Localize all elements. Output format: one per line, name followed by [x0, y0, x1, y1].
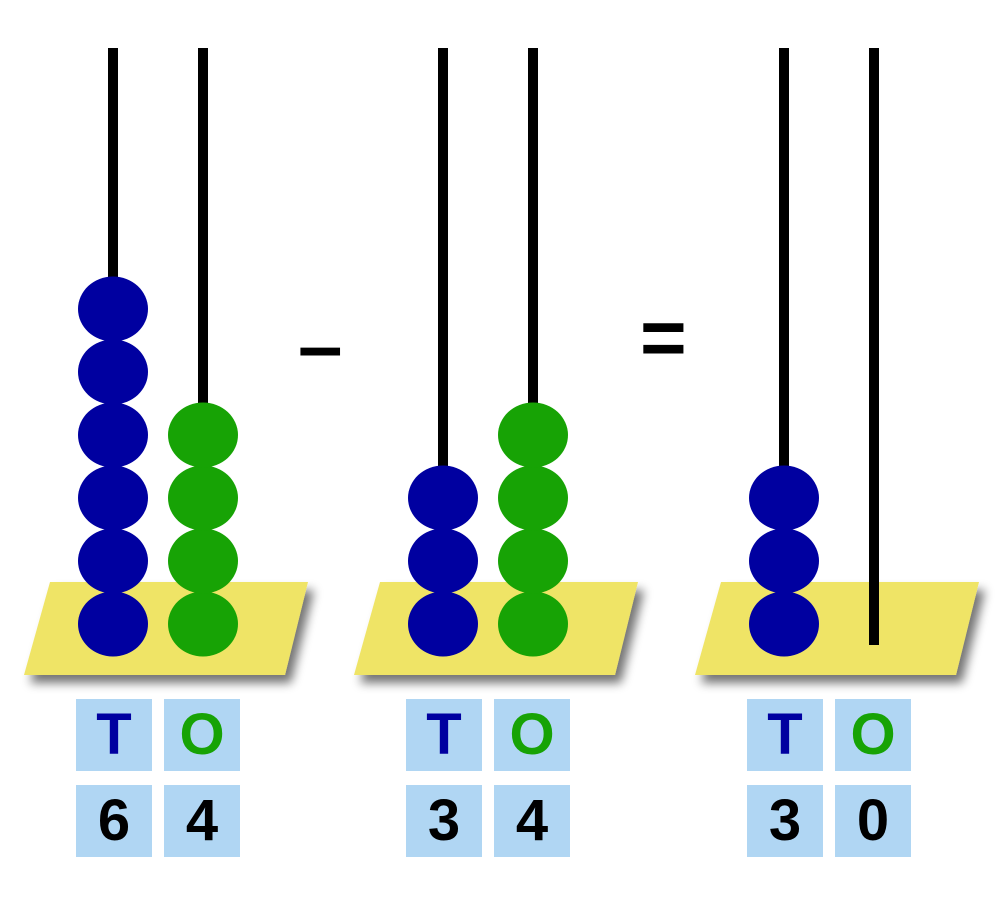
ones-bead — [498, 465, 568, 531]
ones-bead — [168, 402, 238, 468]
ones-digit: 4 — [164, 785, 240, 857]
tens-rod — [779, 48, 789, 645]
ones-rod — [198, 48, 208, 645]
ones-bead — [168, 528, 238, 594]
ones-label: O — [835, 699, 911, 771]
tens-label: T — [76, 699, 152, 771]
abacus-base — [354, 582, 638, 675]
tens-bead — [408, 591, 478, 657]
ones-bead — [168, 465, 238, 531]
tens-bead — [749, 465, 819, 531]
tens-bead — [78, 591, 148, 657]
ones-bead — [498, 402, 568, 468]
tens-bead — [749, 591, 819, 657]
tens-label: T — [406, 699, 482, 771]
tens-bead — [408, 528, 478, 594]
ones-digit: 0 — [835, 785, 911, 857]
tens-bead — [78, 276, 148, 342]
tens-bead — [408, 465, 478, 531]
tens-bead — [78, 402, 148, 468]
tens-digit: 6 — [76, 785, 152, 857]
ones-digit: 4 — [494, 785, 570, 857]
tens-rod — [438, 48, 448, 645]
tens-label: T — [747, 699, 823, 771]
equals-sign: = — [640, 293, 687, 382]
tens-bead — [78, 339, 148, 405]
ones-rod — [869, 48, 879, 645]
ones-label: O — [164, 699, 240, 771]
minus-sign: – — [298, 301, 343, 390]
tens-bead — [78, 528, 148, 594]
tens-digit: 3 — [406, 785, 482, 857]
ones-bead — [498, 528, 568, 594]
ones-bead — [168, 591, 238, 657]
abacus-base — [24, 582, 308, 675]
ones-rod — [528, 48, 538, 645]
ones-label: O — [494, 699, 570, 771]
abacus-base — [695, 582, 979, 675]
ones-bead — [498, 591, 568, 657]
tens-bead — [749, 528, 819, 594]
tens-bead — [78, 465, 148, 531]
tens-digit: 3 — [747, 785, 823, 857]
